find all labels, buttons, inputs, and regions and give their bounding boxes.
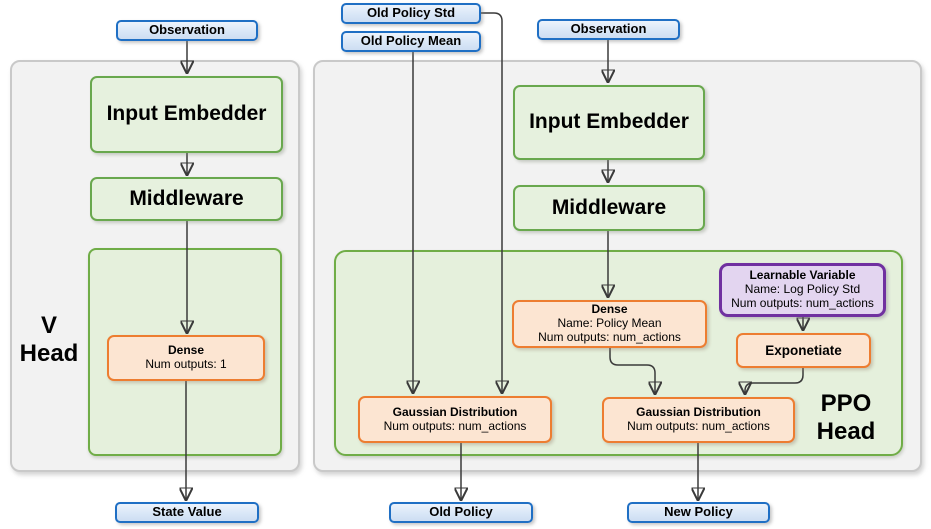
input-embedder-node-v: Input Embedder	[90, 76, 283, 153]
middleware-node-ppo: Middleware	[513, 185, 705, 231]
input-embedder-label: Input Embedder	[106, 102, 267, 126]
observation-label: Observation	[570, 21, 647, 37]
input-embedder-node-ppo: Input Embedder	[513, 85, 705, 160]
new-policy-label: New Policy	[664, 504, 733, 520]
state-value-label: State Value	[152, 504, 222, 520]
learnable-variable-num-outputs: Num outputs: num_actions	[731, 295, 874, 310]
input-embedder-label: Input Embedder	[529, 110, 689, 134]
old-policy-output: Old Policy	[389, 502, 533, 523]
middleware-node-v: Middleware	[90, 177, 283, 221]
ppo-head-title: PPO Head	[816, 390, 876, 445]
observation-label: Observation	[149, 22, 225, 38]
dense-name: Name: Policy Mean	[557, 316, 662, 331]
connector	[609, 348, 655, 393]
gaussian-distribution-new-node: Gaussian Distribution Num outputs: num_a…	[602, 397, 795, 443]
dense-node-v: Dense Num outputs: 1	[107, 335, 265, 381]
learnable-variable-title: Learnable Variable	[749, 268, 856, 283]
old-policy-mean-label: Old Policy Mean	[360, 33, 462, 49]
observation-input-ppo: Observation	[537, 19, 680, 40]
old-policy-std-label: Old Policy Std	[366, 5, 456, 21]
gaussian-num-outputs: Num outputs: num_actions	[383, 418, 527, 433]
gaussian-num-outputs: Num outputs: num_actions	[627, 419, 770, 433]
dense-num-outputs: Num outputs: num_actions	[538, 329, 681, 344]
connector	[481, 12, 502, 392]
old-policy-mean-input: Old Policy Mean	[341, 31, 481, 52]
gaussian-title: Gaussian Distribution	[636, 405, 761, 420]
learnable-variable-node: Learnable Variable Name: Log Policy Std …	[719, 263, 886, 317]
dense-num-outputs: Num outputs: 1	[145, 357, 227, 371]
new-policy-output: New Policy	[627, 502, 770, 523]
dense-title: Dense	[591, 302, 628, 317]
middleware-label: Middleware	[129, 186, 244, 210]
old-policy-std-input: Old Policy Std	[341, 3, 481, 24]
old-policy-label: Old Policy	[429, 504, 493, 520]
state-value-output: State Value	[115, 502, 259, 523]
connector	[745, 368, 804, 393]
learnable-variable-name: Name: Log Policy Std	[744, 282, 861, 297]
exponetiate-label: Exponetiate	[765, 342, 842, 358]
gaussian-distribution-old-node: Gaussian Distribution Num outputs: num_a…	[358, 396, 552, 443]
observation-input-v: Observation	[116, 20, 258, 41]
dense-policy-mean-node: Dense Name: Policy Mean Num outputs: num…	[512, 300, 707, 348]
dense-title: Dense	[167, 343, 205, 358]
v-head-title: V Head	[19, 312, 79, 367]
exponetiate-node: Exponetiate	[736, 333, 871, 368]
middleware-label: Middleware	[551, 195, 667, 219]
gaussian-title: Gaussian Distribution	[392, 404, 518, 419]
